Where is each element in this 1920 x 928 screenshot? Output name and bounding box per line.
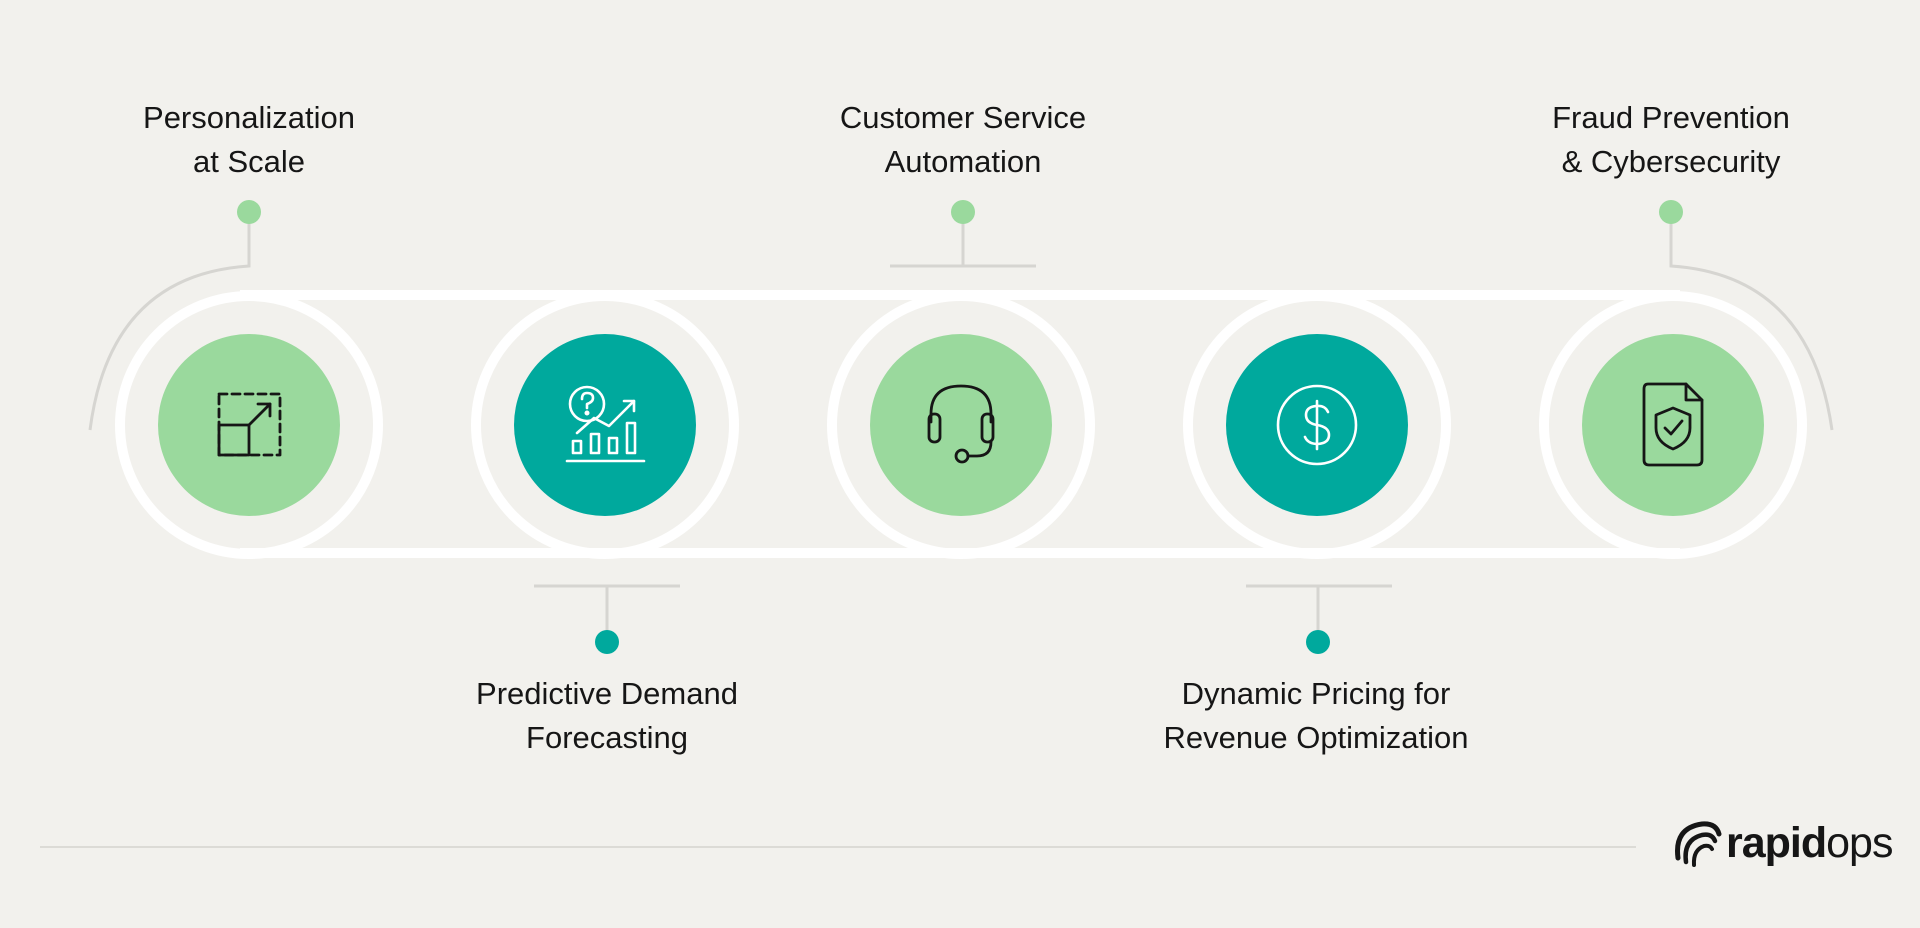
logo-bold-text: rapid xyxy=(1726,818,1827,867)
label-fraud-line1: Fraud Prevention xyxy=(1552,100,1790,135)
dot-dynamic-pricing xyxy=(1306,630,1330,654)
rapidops-swirl-icon xyxy=(1675,821,1722,867)
label-personalization-line1: Personalization xyxy=(143,100,355,135)
label-fraud-line2: & Cybersecurity xyxy=(1561,144,1781,179)
label-predictive-line1: Predictive Demand xyxy=(476,676,738,711)
dot-personalization xyxy=(237,200,261,224)
dot-predictive xyxy=(595,630,619,654)
dot-fraud xyxy=(1659,200,1683,224)
label-dynamic-pricing-line1: Dynamic Pricing for xyxy=(1181,676,1451,711)
rapidops-logo: rapidops xyxy=(1672,818,1893,868)
dollar-coin-icon xyxy=(1276,384,1358,466)
connector-fraud xyxy=(1669,212,1834,431)
nodes xyxy=(158,334,1764,516)
label-customer-service: Customer Service Automation xyxy=(753,96,1173,184)
headset-icon xyxy=(927,384,995,464)
logo-wordmark: rapidops xyxy=(1726,818,1893,867)
label-predictive: Predictive Demand Forecasting xyxy=(397,672,817,760)
resize-expand-icon xyxy=(217,392,282,457)
label-dynamic-pricing: Dynamic Pricing for Revenue Optimization xyxy=(1106,672,1526,760)
node-fraud xyxy=(1582,334,1764,516)
dot-customer-service xyxy=(951,200,975,224)
label-personalization: Personalization at Scale xyxy=(39,96,459,184)
label-predictive-line2: Forecasting xyxy=(526,720,688,755)
chart-forecast-icon xyxy=(565,385,646,463)
label-customer-service-line1: Customer Service xyxy=(839,100,1087,135)
label-customer-service-line2: Automation xyxy=(884,144,1042,179)
connector-personalization xyxy=(88,212,251,431)
node-customer-service xyxy=(870,334,1052,516)
connector-dots xyxy=(237,200,1683,654)
shield-document-icon xyxy=(1642,382,1704,467)
logo-light-text: ops xyxy=(1826,818,1893,867)
label-fraud: Fraud Prevention & Cybersecurity xyxy=(1461,96,1881,184)
white-track xyxy=(115,290,1807,559)
label-dynamic-pricing-line2: Revenue Optimization xyxy=(1163,720,1469,755)
label-personalization-line2: at Scale xyxy=(192,144,305,179)
